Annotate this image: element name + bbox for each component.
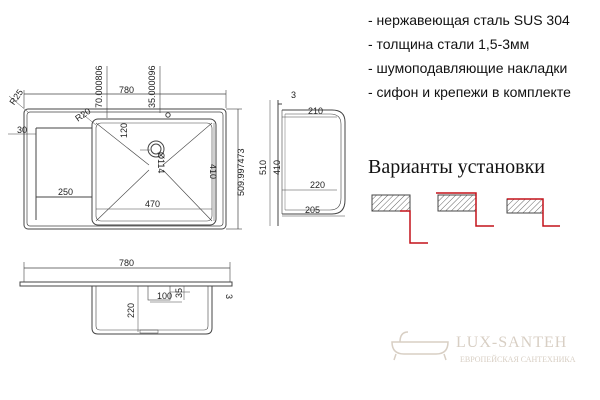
spec-material: - нержавеющая сталь SUS 304 — [368, 12, 570, 28]
bowl-fold-2 — [162, 122, 213, 166]
variant-3-countertop — [506, 198, 544, 214]
bowl-fold-1 — [95, 122, 150, 166]
variant-1-countertop — [371, 194, 411, 212]
label-r25: R25 — [7, 87, 25, 106]
logo-text: LUX-SANTEH — [456, 334, 568, 351]
label-70: 70.000806 — [94, 65, 104, 108]
top-view-labels: R25 780 70.000806 35.000096 R20 120 Ø114… — [7, 65, 246, 209]
drain-outer — [147, 140, 165, 158]
bowl-inner-outline — [95, 122, 213, 222]
r20-leader — [79, 111, 97, 126]
label-120: 120 — [119, 123, 129, 138]
front-view — [19, 262, 233, 335]
tub-leg-left — [393, 353, 397, 361]
bathtub-icon — [391, 341, 449, 355]
label-470: 470 — [145, 199, 160, 209]
label-509: 509.997473 — [236, 148, 246, 196]
drain-inner — [150, 143, 162, 155]
variant-3-sink-profile — [507, 198, 560, 227]
label-top-780: 780 — [119, 85, 134, 95]
label-100: 100 — [157, 291, 172, 301]
bowl-outline — [91, 118, 217, 226]
label-210: 210 — [308, 106, 323, 116]
label-30: 30 — [17, 125, 27, 135]
logo-emblem — [391, 331, 449, 361]
label-d114: Ø114 — [156, 152, 166, 173]
label-side-3: 3 — [291, 90, 296, 100]
variant-2-countertop — [437, 194, 477, 212]
front-bowl-body — [91, 286, 213, 335]
label-35-front: 35 — [174, 288, 184, 298]
variant-1-sink-profile — [400, 210, 428, 244]
installation-variant-3 — [506, 198, 560, 227]
installation-variants-title: Варианты установки — [368, 156, 545, 178]
r25-leader — [8, 95, 29, 113]
label-250: 250 — [58, 187, 73, 197]
tub-faucet — [399, 331, 409, 343]
label-205: 205 — [305, 205, 320, 215]
front-bowl-inner — [95, 286, 209, 331]
variant-2-sink-profile — [436, 192, 494, 227]
installation-variant-2 — [436, 192, 494, 227]
logo-tagline: ЕВРОПЕЙСКАЯ САНТЕХНИКА — [460, 355, 576, 364]
label-side-410: 410 — [272, 160, 282, 175]
label-510: 510 — [258, 160, 268, 175]
front-view-labels: 780 3 100 35 220 — [119, 258, 234, 318]
label-410: 410 — [208, 164, 218, 179]
side-bowl-inner — [285, 113, 342, 211]
sink-inner-outline — [26, 111, 224, 227]
spec-siphon: - сифон и крепежи в комплекте — [368, 84, 571, 100]
label-35: 35.000096 — [147, 65, 157, 108]
side-view — [269, 100, 346, 226]
tap-hole — [165, 112, 171, 118]
top-view — [8, 66, 242, 230]
tub-leg-right — [443, 353, 447, 361]
front-drain-block — [147, 285, 171, 301]
bowl-fold-4 — [162, 169, 213, 222]
label-front-220: 220 — [126, 303, 136, 318]
front-drain-foot — [139, 329, 159, 334]
label-front-3: 3 — [224, 294, 234, 299]
spec-noise-pads: - шумоподавляющие накладки — [368, 60, 568, 76]
installation-variant-1 — [371, 194, 428, 244]
bowl-fold-3 — [95, 169, 150, 222]
sink-outer-outline — [23, 108, 227, 230]
front-top-plate — [19, 281, 233, 287]
label-front-780: 780 — [119, 258, 134, 268]
side-view-labels: 3 210 510 410 220 205 — [258, 90, 325, 215]
label-220: 220 — [310, 180, 325, 190]
side-bowl-profile — [282, 109, 346, 215]
spec-thickness: - толщина стали 1,5-3мм — [368, 36, 530, 52]
